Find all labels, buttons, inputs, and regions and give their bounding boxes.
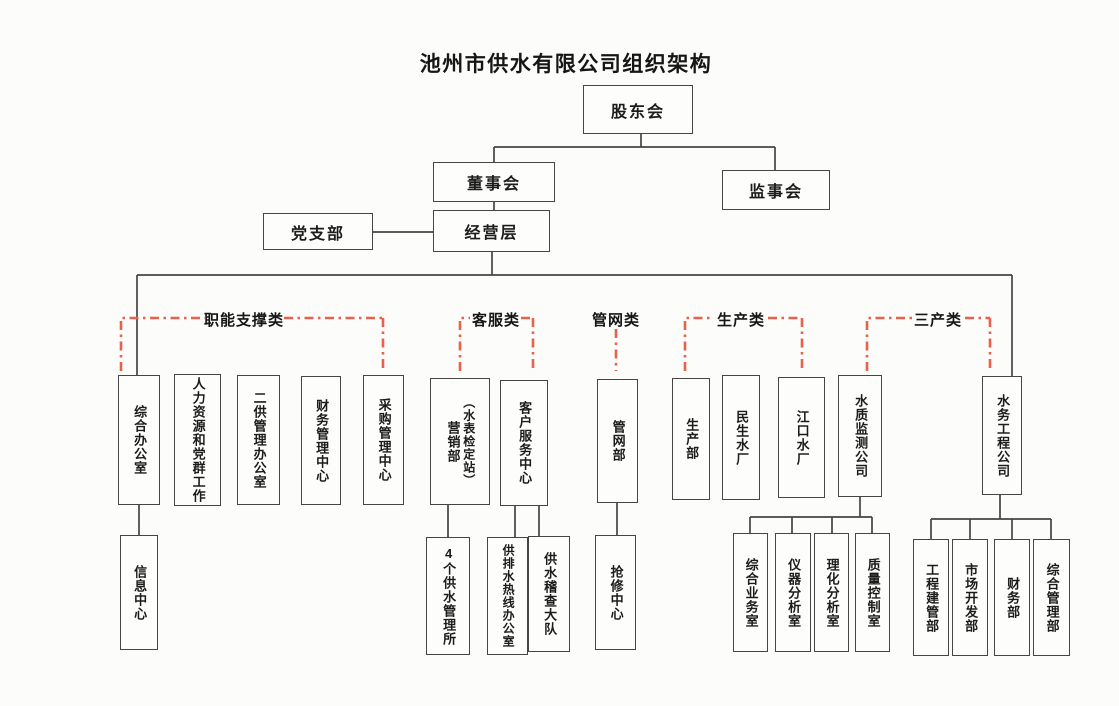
category-label-tertiary-industry: 三产类 [913,312,963,329]
node-instrument-analysis-room: 仪器分析室 [775,533,811,652]
node-supervisory-board: 监事会 [722,170,830,210]
node-label-main: 营销部 [445,420,461,463]
category-label-functional-support: 职能支撑类 [203,312,285,329]
node-information-center: 信息中心 [120,535,158,650]
node-label: 经营层 [464,225,519,242]
node-quality-control-room: 质量控制室 [855,533,890,652]
node-water-hotline-office: 供排水热线办公室 [487,537,528,655]
node-board-of-directors: 董事会 [433,162,555,202]
page-title: 池州市供水有限公司组织架构 [419,53,713,76]
node-marketing-dept-water-meter-station: 营销部 （水表检定站） [430,378,490,505]
node-engineering-construction-dept: 工程建管部 [913,539,949,656]
node-production-dept: 生产部 [672,378,710,500]
node-shareholders-meeting: 股东会 [583,85,693,134]
node-general-office: 综合办公室 [118,375,160,505]
node-water-engineering-company: 水务工程公司 [982,376,1022,495]
black-connectors [136,134,1052,539]
node-label: 党支部 [290,225,345,243]
category-label-customer-service: 客服类 [471,312,521,329]
node-pipeline-network-dept: 管网部 [597,379,638,503]
category-label-pipeline-network: 管网类 [591,312,641,329]
node-finance-management-center: 财务管理中心 [301,376,341,505]
node-four-water-supply-stations: 4个供水管理所 [426,537,470,655]
node-market-development-dept: 市场开发部 [952,539,988,656]
node-emergency-repair-center: 抢修中心 [595,535,636,650]
node-general-management-dept: 综合管理部 [1033,539,1070,656]
node-label: 监事会 [748,184,803,201]
node-physicochemical-analysis-room: 理化分析室 [814,533,849,652]
node-label: 股东会 [610,103,665,121]
node-label-sub: （水表检定站） [461,396,476,487]
node-party-branch: 党支部 [263,213,373,250]
category-label-production: 生产类 [716,312,766,329]
node-comprehensive-business-office: 综合业务室 [733,533,768,652]
node-customer-service-center: 客户服务中心 [500,380,548,506]
node-label: 董事会 [466,176,521,193]
node-secondary-supply-management-office: 二供管理办公室 [237,375,280,505]
node-hr-and-party-mass-work: 人力资源和党群工作 [174,374,221,506]
node-procurement-management-center: 采购管理中心 [363,375,404,505]
node-minsheng-water-plant: 民生水厂 [722,375,760,500]
node-management-layer: 经营层 [433,210,550,252]
node-water-supply-inspection-brigade: 供水稽查大队 [528,536,570,652]
node-water-quality-monitoring-company: 水质监测公司 [838,375,882,497]
category-brackets [119,316,992,371]
node-jiangkou-water-plant: 江口水厂 [778,377,825,498]
node-finance-dept: 财务部 [994,539,1030,656]
